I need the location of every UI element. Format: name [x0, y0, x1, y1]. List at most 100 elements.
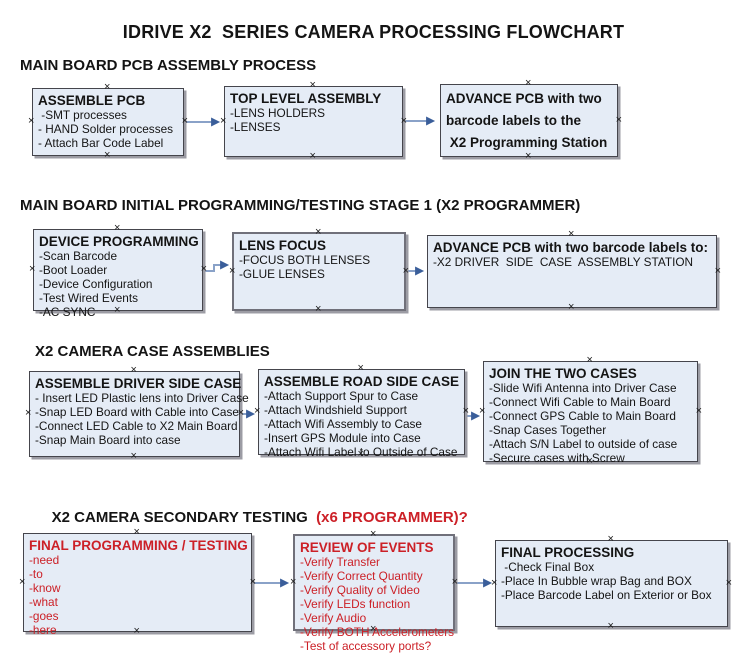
- box-title: FINAL PROCESSING: [501, 545, 635, 560]
- box-text-line: barcode labels to the: [446, 112, 582, 128]
- box-item: -Verify BOTH Accelerometers: [300, 624, 455, 639]
- box-item: -Place Barcode Label on Exterior or Box: [501, 588, 712, 603]
- box-item: -goes: [29, 608, 59, 623]
- box-item: -Test Wired Events: [39, 290, 138, 305]
- box-item: -what: [29, 594, 58, 609]
- connection-point-icon: ×: [607, 620, 614, 632]
- section-heading-secondary-testing: X2 CAMERA SECONDARY TESTING (x6 PROGRAMM…: [35, 492, 468, 543]
- box-item: -Attach Wifi Assembly to Case: [264, 417, 422, 432]
- connection-point-icon: ×: [714, 264, 721, 277]
- connection-point-icon: ×: [25, 407, 32, 419]
- box-title: ASSEMBLE ROAD SIDE CASE: [264, 374, 460, 389]
- connection-point-icon: ×: [400, 114, 407, 127]
- box-item: -Place In Bubble wrap Bag and BOX: [501, 574, 692, 589]
- box-item: -know: [29, 581, 61, 596]
- connection-point-icon: ×: [402, 264, 409, 277]
- box-item: -Verify Transfer: [300, 555, 380, 570]
- connection-point-icon: ×: [28, 115, 35, 127]
- box-item: -Verify LEDs function: [300, 596, 411, 611]
- box-title: TOP LEVEL ASSEMBLY: [230, 91, 382, 106]
- box-item: -need: [29, 553, 60, 568]
- connection-point-icon: ×: [254, 405, 261, 417]
- flow-box-lens-focus[interactable]: × × × × LENS FOCUS -FOCUS BOTH LENSES -G…: [229, 227, 409, 315]
- flow-box-top-level-assembly[interactable]: × × × × TOP LEVEL ASSEMBLY -LENS HOLDERS…: [220, 80, 407, 162]
- connection-point-icon: ×: [462, 405, 469, 417]
- flow-box-device-programming[interactable]: × × × × DEVICE PROGRAMMING -Scan Barcode…: [29, 223, 207, 319]
- connection-point-icon: ×: [479, 404, 486, 417]
- section-heading-pcb-assembly: MAIN BOARD PCB ASSEMBLY PROCESS: [20, 57, 317, 74]
- connection-point-icon: ×: [309, 150, 316, 162]
- connection-point-icon: ×: [491, 576, 498, 589]
- box-title: JOIN THE TWO CASES: [489, 366, 637, 381]
- flow-box-final-processing[interactable]: × × × × FINAL PROCESSING -Check Final Bo…: [491, 534, 732, 632]
- page-title: IDRIVE X2 SERIES CAMERA PROCESSING FLOWC…: [122, 22, 625, 42]
- flow-box-assemble-driver-side-case[interactable]: × × × × ASSEMBLE DRIVER SIDE CASE - Inse…: [25, 365, 249, 462]
- box-title: DEVICE PROGRAMMING: [39, 234, 199, 249]
- box-item: - Attach Bar Code Label: [38, 136, 164, 151]
- box-item: -to: [29, 567, 43, 582]
- box-item: -Snap Cases Together: [489, 422, 607, 437]
- box-text-line: ADVANCE PCB with two: [446, 91, 602, 106]
- box-title: FINAL PROGRAMMING / TESTING: [29, 538, 248, 553]
- flow-box-advance-pcb-driver-side-station[interactable]: × × × ADVANCE PCB with two barcode label…: [427, 229, 721, 313]
- box-item: -SMT processes: [38, 108, 127, 123]
- box-item: -Device Configuration: [39, 277, 153, 292]
- connection-point-icon: ×: [229, 264, 236, 277]
- box-title: LENS FOCUS: [239, 238, 327, 253]
- box-item: -Verify Audio: [300, 610, 367, 625]
- connection-point-icon: ×: [19, 575, 26, 588]
- connection-point-icon: ×: [220, 114, 227, 127]
- box-item: -here: [29, 622, 57, 637]
- box-title: REVIEW OF EVENTS: [300, 540, 434, 555]
- flow-box-final-programming-testing[interactable]: × × × × FINAL PROGRAMMING / TESTING -nee…: [19, 527, 256, 637]
- connection-point-icon: ×: [568, 301, 575, 313]
- box-item: -Scan Barcode: [39, 249, 118, 264]
- section-heading-red-part: (x6 PROGRAMMER)?: [311, 509, 468, 526]
- section-heading-initial-programming: MAIN BOARD INITIAL PROGRAMMING/TESTING S…: [20, 197, 581, 214]
- box-item: -Insert GPS Module into Case: [264, 430, 421, 445]
- box-item: - HAND Solder processes: [38, 122, 174, 137]
- section-heading-case-assemblies: X2 CAMERA CASE ASSEMBLIES: [35, 343, 270, 360]
- box-title: ADVANCE PCB with two barcode labels to:: [433, 240, 709, 255]
- connection-point-icon: ×: [695, 404, 702, 417]
- flow-box-assemble-road-side-case[interactable]: × × × × ASSEMBLE ROAD SIDE CASE -Attach …: [254, 363, 469, 460]
- connection-point-icon: ×: [615, 113, 622, 126]
- box-item: -X2 DRIVER SIDE CASE ASSEMBLY STATION: [433, 255, 694, 270]
- box-item: -Verify Quality of Video: [300, 583, 420, 598]
- box-item: -Attach Windshield Support: [264, 403, 407, 418]
- connection-point-icon: ×: [104, 149, 111, 161]
- box-item: -Attach Support Spur to Case: [264, 389, 419, 404]
- connector-arrow: [205, 260, 230, 272]
- box-item: -Secure cases with Screw: [489, 450, 625, 465]
- box-text-line: X2 Programming Station: [446, 134, 608, 150]
- box-item: -Verify Correct Quantity: [300, 569, 423, 584]
- connection-point-icon: ×: [725, 576, 732, 589]
- section-heading-black-part: X2 CAMERA SECONDARY TESTING: [51, 509, 312, 526]
- flow-box-join-the-two-cases[interactable]: × × × × JOIN THE TWO CASES -Slide Wifi A…: [479, 355, 702, 467]
- box-item: -LENS HOLDERS: [230, 106, 326, 121]
- box-item: -Connect Wifi Cable to Main Board: [489, 395, 671, 410]
- box-item: -Slide Wifi Antenna into Driver Case: [489, 381, 677, 396]
- box-item: -Attach Wifi Label to Outside of Case: [264, 444, 458, 459]
- connection-point-icon: ×: [451, 575, 458, 588]
- flow-box-review-of-events[interactable]: × × × × REVIEW OF EVENTS -Verify Transfe…: [290, 529, 458, 653]
- box-item: -Check Final Box: [501, 560, 595, 575]
- box-item: -Snap LED Board with Cable into Case: [35, 405, 239, 420]
- connection-point-icon: ×: [200, 263, 207, 275]
- box-item: -Attach S/N Label to outside of case: [489, 436, 678, 451]
- box-item: -Test of accessory ports?: [300, 638, 432, 653]
- box-item: -AC SYNC: [39, 304, 96, 319]
- box-item: -Connect LED Cable to X2 Main Board: [35, 419, 238, 434]
- box-item: -Boot Loader: [39, 263, 108, 278]
- box-title: ASSEMBLE DRIVER SIDE CASE: [35, 376, 242, 391]
- flow-box-assemble-pcb[interactable]: × × × × ASSEMBLE PCB -SMT processes - HA…: [28, 82, 188, 161]
- connection-point-icon: ×: [249, 575, 256, 588]
- box-item: -FOCUS BOTH LENSES: [239, 253, 371, 268]
- flow-box-advance-pcb-programming-station[interactable]: × × × ADVANCE PCB with two barcode label…: [440, 78, 622, 162]
- connection-point-icon: ×: [130, 450, 137, 462]
- connection-point-icon: ×: [181, 115, 188, 127]
- box-title: ASSEMBLE PCB: [38, 93, 146, 108]
- box-item: -Snap Main Board into case: [35, 432, 181, 447]
- connection-point-icon: ×: [29, 263, 36, 275]
